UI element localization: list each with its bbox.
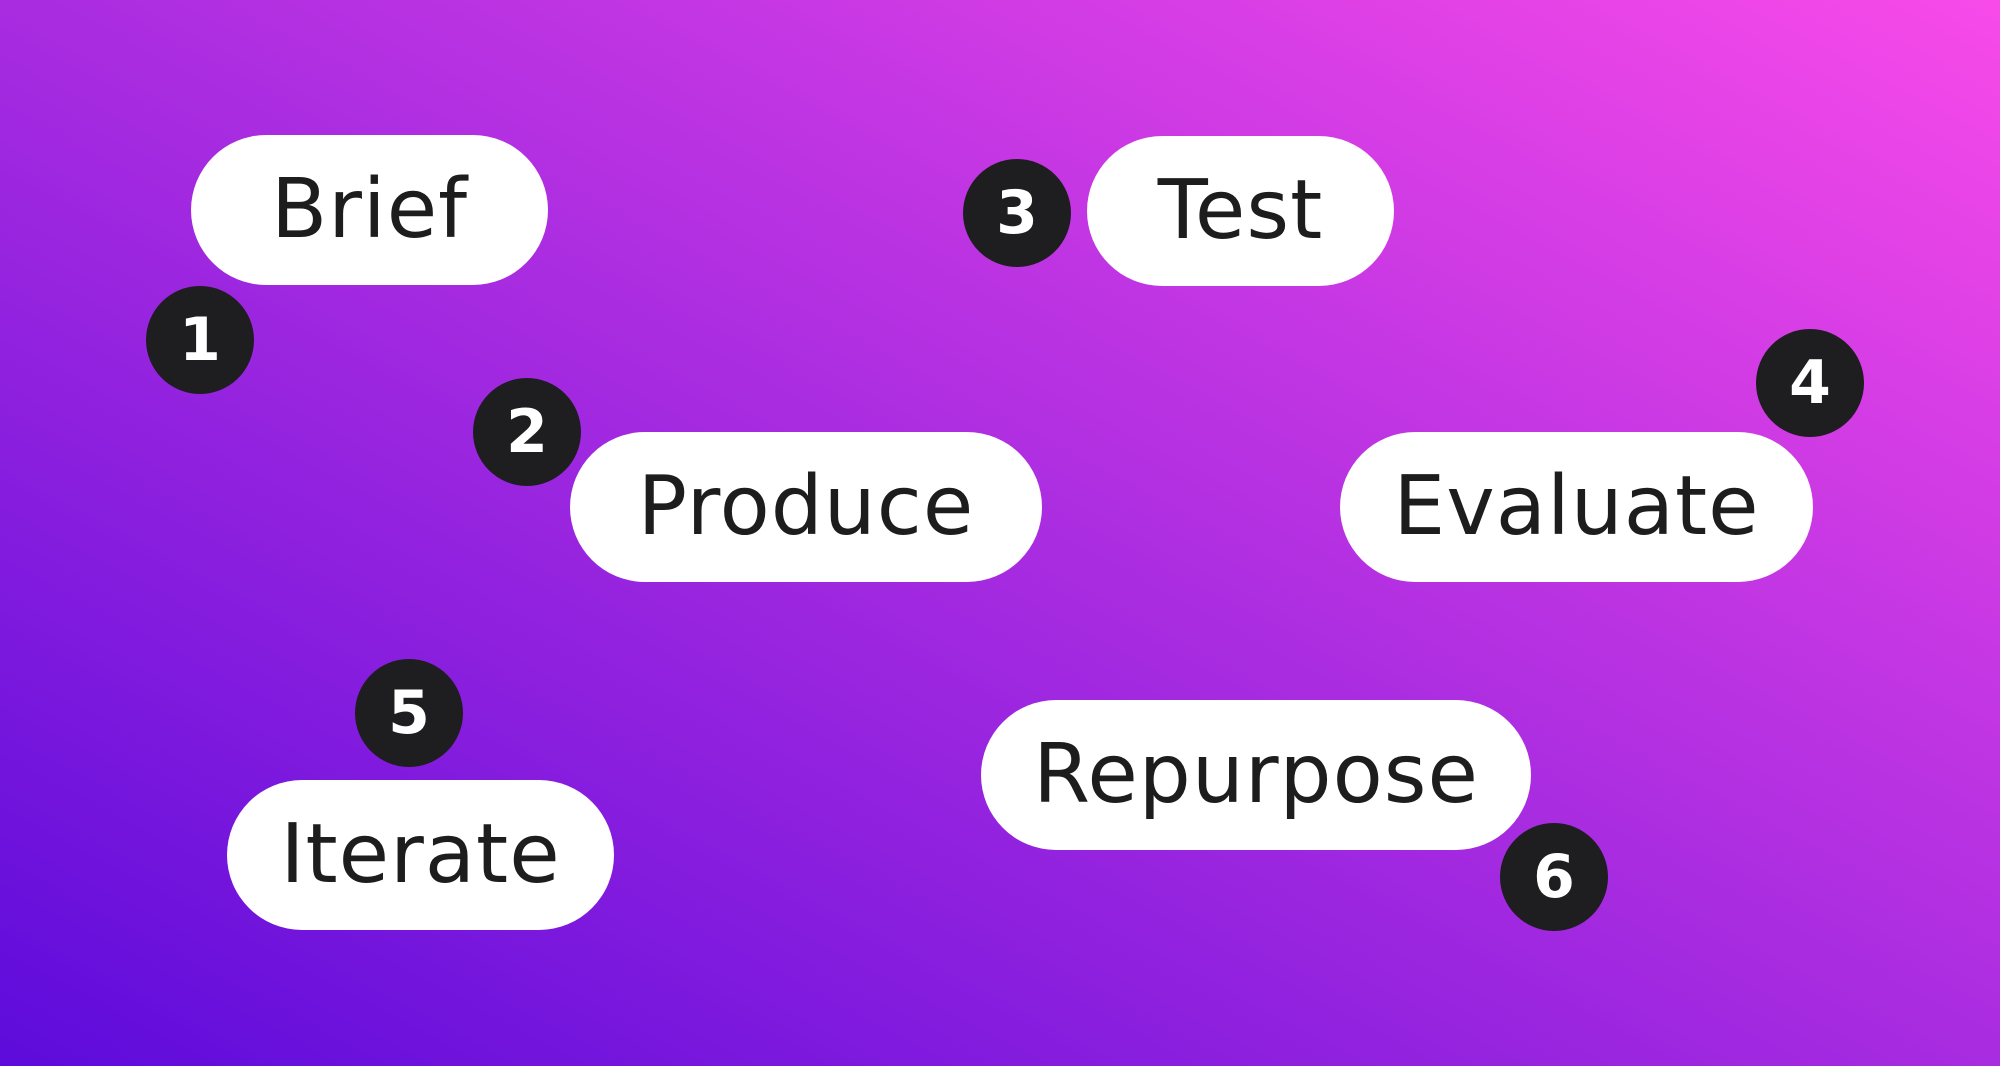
step-label-repurpose: Repurpose <box>1033 727 1479 822</box>
step-pill-repurpose: Repurpose <box>981 700 1531 850</box>
step-badge-5: 5 <box>355 659 463 767</box>
step-label-iterate: Iterate <box>280 807 561 902</box>
step-number-3: 3 <box>996 178 1038 248</box>
step-pill-iterate: Iterate <box>227 780 614 930</box>
step-label-produce: Produce <box>637 459 975 554</box>
step-label-evaluate: Evaluate <box>1393 459 1760 554</box>
step-pill-evaluate: Evaluate <box>1340 432 1813 582</box>
step-number-4: 4 <box>1789 348 1831 418</box>
step-pill-produce: Produce <box>570 432 1042 582</box>
step-number-1: 1 <box>179 305 221 375</box>
step-label-test: Test <box>1157 163 1324 258</box>
step-number-2: 2 <box>506 397 548 467</box>
step-badge-2: 2 <box>473 378 581 486</box>
step-badge-4: 4 <box>1756 329 1864 437</box>
step-pill-brief: Brief <box>191 135 548 285</box>
step-badge-6: 6 <box>1500 823 1608 931</box>
step-number-5: 5 <box>388 678 430 748</box>
step-badge-1: 1 <box>146 286 254 394</box>
step-pill-test: Test <box>1087 136 1394 286</box>
step-number-6: 6 <box>1533 842 1575 912</box>
step-label-brief: Brief <box>270 162 469 257</box>
step-badge-3: 3 <box>963 159 1071 267</box>
